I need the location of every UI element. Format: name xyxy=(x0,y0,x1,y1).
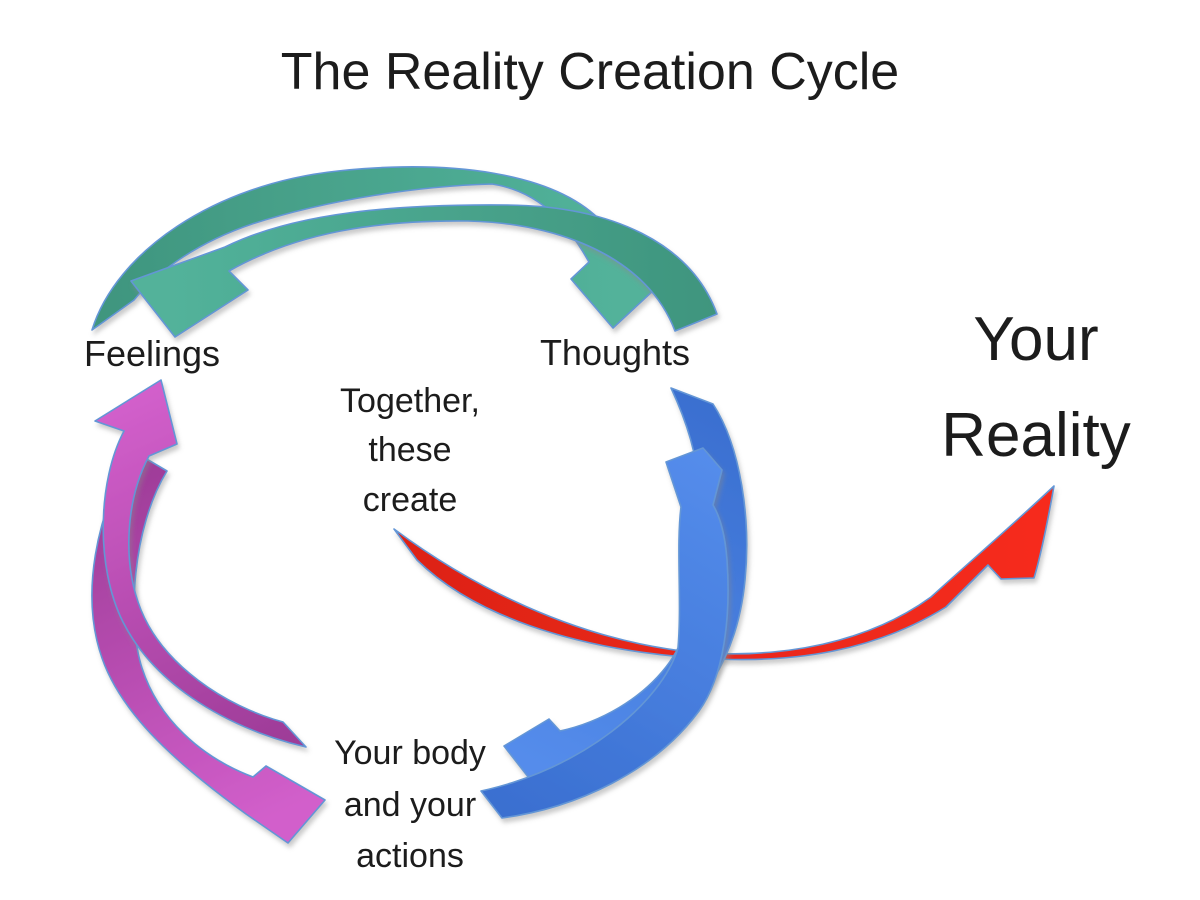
arrow-teal-thoughts-to-feelings xyxy=(130,204,718,338)
arrow-magenta-body-to-feelings xyxy=(94,379,307,748)
arrow-red-create-to-reality xyxy=(393,485,1055,661)
arrow-blue-body-to-thoughts xyxy=(480,447,729,819)
